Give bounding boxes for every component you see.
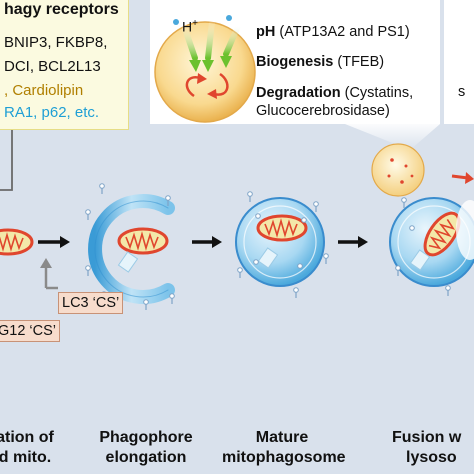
red-arrow-head	[465, 172, 474, 184]
receptor-line-1: BNIP3, FKBP8,	[4, 34, 108, 51]
receptor-line-2: DCI, BCL2L13	[4, 58, 101, 75]
flow-arrows	[38, 236, 368, 248]
stage1-mitochondrion	[0, 228, 34, 256]
right-info-panel: s	[444, 0, 474, 124]
right-panel-fragment: s	[458, 84, 466, 100]
callout-connector	[345, 124, 440, 150]
degradation-text: Degradation (Cystatins,	[256, 85, 414, 101]
proton-label: H+	[182, 18, 198, 35]
lysosome-overlay	[154, 15, 256, 123]
small-lysosome	[371, 143, 425, 197]
degradation-text-line2: Glucocerebrosidase)	[256, 103, 390, 119]
receptor-line-3: , Cardiolipin	[4, 82, 84, 99]
ph-text: pH (ATP13A2 and PS1)	[256, 24, 410, 40]
receptors-box	[0, 0, 129, 130]
receptor-bracket	[0, 128, 13, 191]
lc3-cs-label: LC3 ‘CS’	[58, 292, 124, 314]
receptor-line-4: RA1, p62, etc.	[4, 104, 100, 121]
biogenesis-text: Biogenesis (TFEB)	[256, 54, 385, 70]
mitophagosome	[235, 191, 329, 299]
receptors-title: hagy receptors	[4, 1, 119, 18]
fusion-autolysosome	[389, 197, 474, 297]
red-arrow-line	[451, 174, 469, 180]
up-arrow	[40, 258, 58, 290]
phagophore	[85, 183, 175, 311]
atg12-cs-label: G12 ‘CS’	[0, 320, 61, 342]
